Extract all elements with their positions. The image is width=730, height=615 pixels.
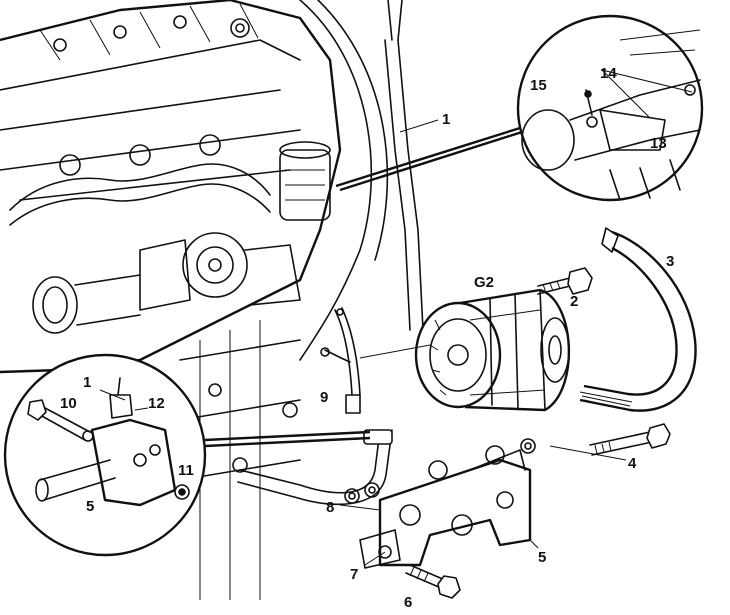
alternator <box>414 288 571 412</box>
cable-9 <box>320 307 361 414</box>
bracket-7 <box>359 529 401 569</box>
detail-inset-left <box>3 353 371 557</box>
fan-casing <box>299 0 424 361</box>
callout-4: 4 <box>628 455 637 472</box>
callout-14: 14 <box>600 65 617 82</box>
drive-belt-3 <box>579 227 697 412</box>
callout-6: 6 <box>404 594 412 611</box>
oil-pipe <box>237 429 393 506</box>
inset-callout-12: 12 <box>148 395 165 412</box>
callout-2: 2 <box>570 293 578 310</box>
bolt-6 <box>405 564 461 599</box>
leader-lines <box>339 119 627 566</box>
callout-7: 7 <box>350 566 358 583</box>
bolt-4 <box>589 423 671 456</box>
inset-callout-11: 11 <box>178 462 194 479</box>
engine-block <box>0 0 342 600</box>
mounting-bracket-5 <box>378 445 532 567</box>
detail-inset-top <box>335 14 704 202</box>
callout-3: 3 <box>666 253 674 270</box>
callout-15: 15 <box>530 77 547 94</box>
callout-9: 9 <box>320 389 328 406</box>
callout-g2: G2 <box>474 274 494 291</box>
inset-callout-1: 1 <box>83 374 91 391</box>
callout-1: 1 <box>442 111 450 128</box>
callout-13: 13 <box>650 135 667 152</box>
callout-5: 5 <box>538 549 546 566</box>
inset-callout-10: 10 <box>60 395 77 412</box>
callout-labels: 1 2 3 4 5 6 7 8 9 13 14 15 G2 1 5 10 11 … <box>60 65 674 611</box>
inset-callout-5: 5 <box>86 498 94 515</box>
bolt-2 <box>537 267 593 295</box>
callout-8: 8 <box>326 499 334 516</box>
